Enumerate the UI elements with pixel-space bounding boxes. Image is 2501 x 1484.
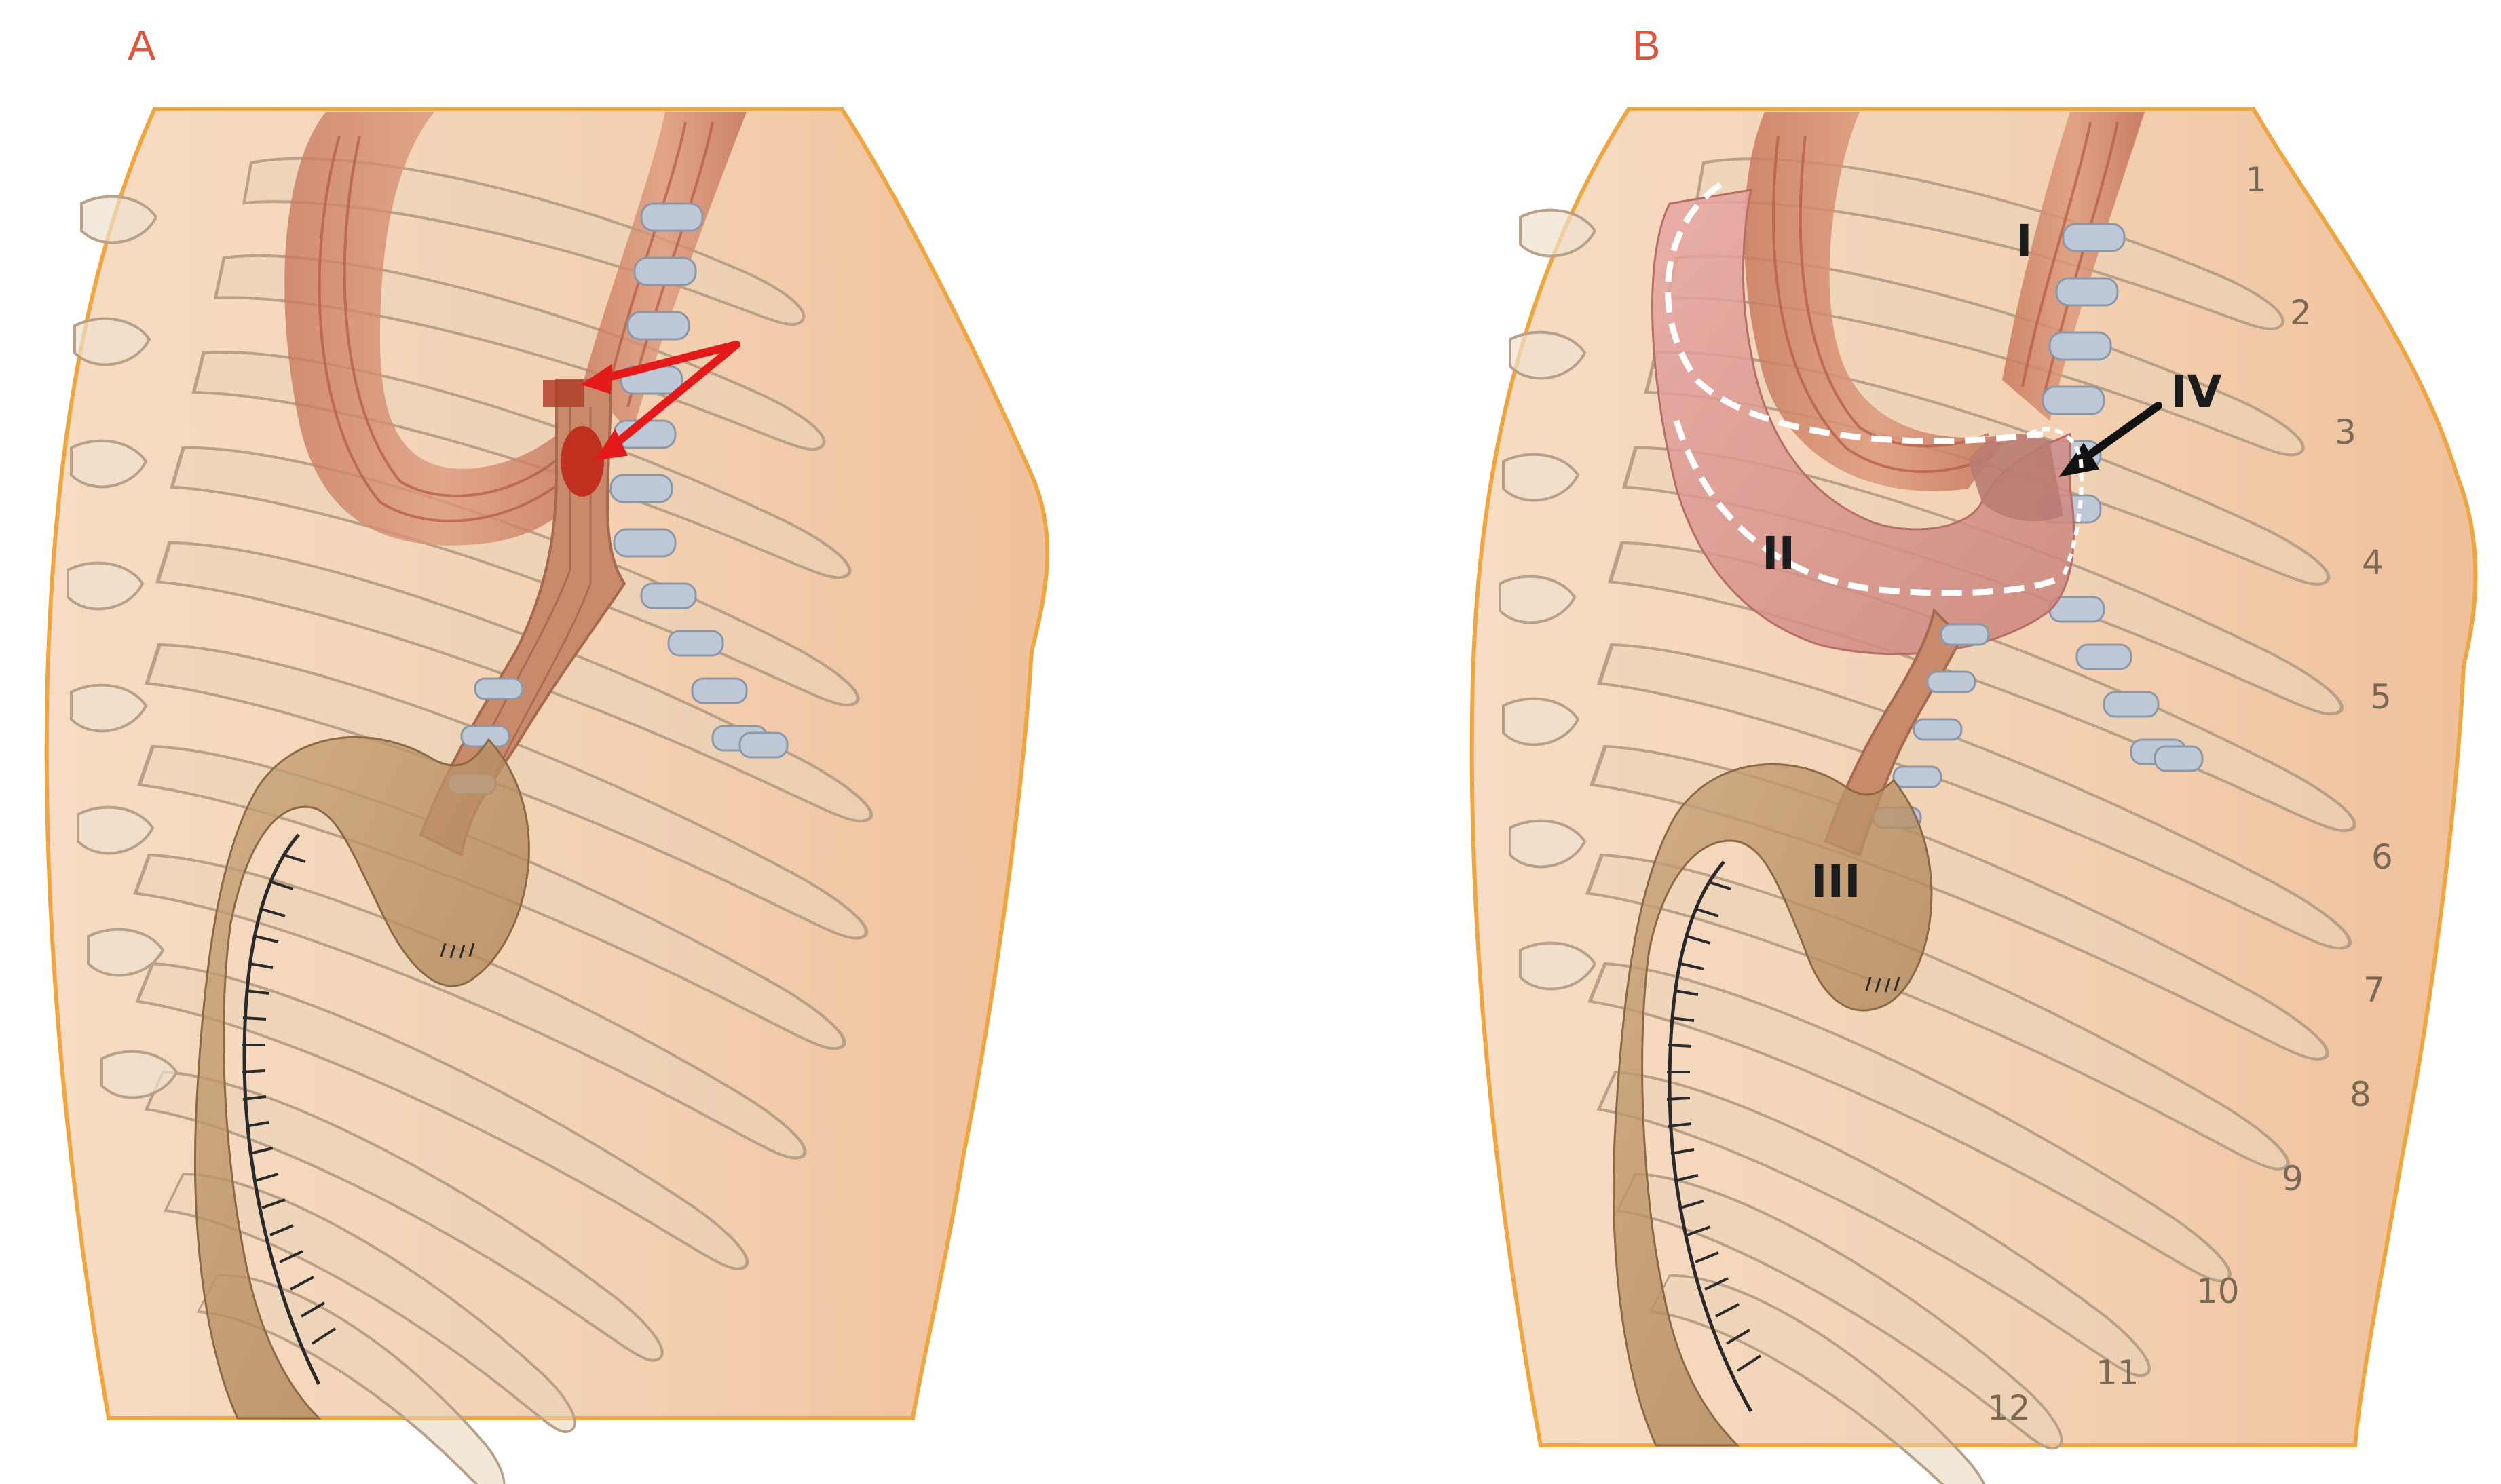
rib-number-4: 4 — [2362, 543, 2384, 582]
vertebral-column-b — [1499, 208, 1597, 991]
aortic-arch-a — [284, 112, 597, 546]
panel-a: A — [44, 22, 1050, 1484]
region-ii — [1651, 189, 2075, 655]
label-iii: III — [1811, 856, 1861, 908]
region-iv-outline — [2028, 427, 2084, 578]
gastric-conduit-a — [194, 736, 530, 1420]
panel-letter-b: B — [1632, 22, 1660, 69]
staple-line-b — [1666, 860, 1900, 1413]
vertebral-column-a — [67, 195, 178, 1099]
rib-number-10: 10 — [2196, 1272, 2240, 1311]
rib-number-2: 2 — [2290, 293, 2312, 332]
rib-number-8: 8 — [2350, 1075, 2371, 1114]
trachea-rings-a — [609, 202, 789, 759]
panel-b: B — [1469, 22, 2478, 1484]
gastric-conduit-b — [1613, 763, 1933, 1447]
label-ii: II — [1762, 527, 1795, 579]
rib-number-6: 6 — [2371, 837, 2393, 877]
rib-number-11: 11 — [2096, 1353, 2139, 1392]
rib-number-5: 5 — [2370, 677, 2392, 717]
rib-number-1: 1 — [2245, 160, 2267, 199]
aortic-descending-b — [2002, 112, 2145, 421]
panel-letter-a: A — [128, 22, 156, 69]
tumor-upper-a — [543, 380, 584, 407]
rib-number-9: 9 — [2282, 1159, 2303, 1198]
rib-number-12: 12 — [1987, 1388, 2031, 1428]
rib-number-3: 3 — [2335, 413, 2356, 452]
label-iv: IV — [2170, 366, 2222, 418]
label-i: I — [2016, 215, 2033, 267]
staple-line-a — [241, 833, 475, 1386]
red-arrows-a — [580, 341, 740, 461]
tumor-a — [561, 426, 604, 497]
rib-number-7: 7 — [2363, 970, 2385, 1010]
rib-numbers: 1 2 3 4 5 6 7 8 9 10 11 12 — [1987, 160, 2393, 1428]
dashed-boundaries — [1665, 182, 2065, 596]
